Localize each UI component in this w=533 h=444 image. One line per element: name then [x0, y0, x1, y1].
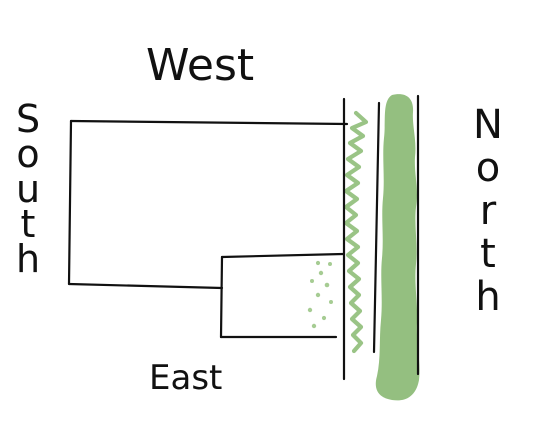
- building-left-edge: [67, 119, 73, 286]
- garden-dot: [315, 292, 321, 298]
- north-label-char: N: [473, 102, 503, 148]
- south-label-char: t: [21, 202, 36, 246]
- garden-dots-icon: [307, 260, 333, 329]
- boundary-line-middle: [372, 101, 381, 354]
- garden-dot: [310, 279, 314, 283]
- south-label-char: S: [16, 97, 40, 141]
- garden-dot: [318, 270, 324, 276]
- garden-dot: [329, 300, 333, 304]
- garden-dot: [328, 262, 332, 266]
- north-label-char: t: [480, 231, 496, 277]
- annex-left-edge: [219, 255, 224, 339]
- garden-dot: [311, 323, 317, 329]
- garden-dot: [321, 315, 327, 321]
- building-bottom-edge: [67, 282, 224, 290]
- north-label-char: o: [476, 145, 500, 191]
- garden-dot: [324, 282, 330, 288]
- building-top-edge: [69, 119, 349, 126]
- garden-dot: [307, 307, 313, 313]
- south-label-char: u: [16, 167, 40, 211]
- south-label-char: h: [16, 237, 40, 281]
- annex-top-edge: [220, 252, 345, 259]
- hedge-zigzag-icon: [343, 110, 369, 354]
- building-outline-icon: [67, 119, 349, 339]
- south-label-char: o: [16, 132, 39, 176]
- west-label: West: [146, 40, 254, 91]
- garden-dot: [315, 260, 321, 266]
- north-label-char: h: [475, 274, 500, 320]
- greenbelt-strip-icon: [375, 94, 420, 401]
- north-label-char: r: [480, 188, 497, 234]
- east-label: East: [149, 358, 222, 398]
